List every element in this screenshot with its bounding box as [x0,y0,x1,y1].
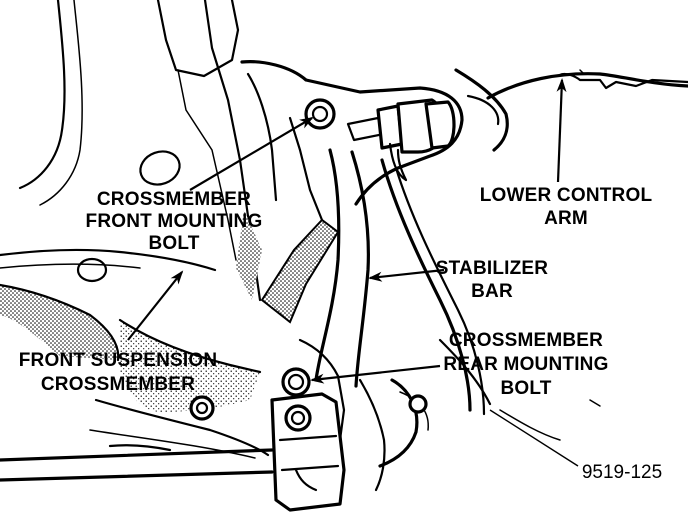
label-line: BAR [471,281,513,302]
label-line: FRONT SUSPENSION [19,350,218,371]
label-line: FRONT MOUNTING [86,211,263,232]
figure-number: 9519-125 [582,462,662,483]
right-nut-icon [408,394,428,414]
label-line: BOLT [500,378,551,399]
label-line: CROSSMEMBER [97,189,251,210]
label-crossmember-front-mounting-bolt: CROSSMEMBER FRONT MOUNTING BOLT [86,189,263,254]
label-line: REAR MOUNTING [443,354,608,375]
label-stabilizer-bar: STABILIZER BAR [436,258,549,302]
arrow-stabilizer-bar [368,268,445,282]
label-line: STABILIZER [436,258,549,279]
label-line: BOLT [148,233,199,254]
rear-mounting-bolt-icon [281,367,311,397]
arrow-rear-mounting-bolt [310,364,441,384]
front-mounting-bolt-icon [304,98,336,130]
stabilizer-link-bolt-icon [346,98,456,182]
arrow-front-mounting-bolt [189,116,314,191]
label-line: CROSSMEMBER [41,374,195,395]
label-line: ARM [544,208,588,229]
label-front-suspension-crossmember: FRONT SUSPENSION CROSSMEMBER [19,350,218,395]
label-line: CROSSMEMBER [449,330,603,351]
label-crossmember-rear-mounting-bolt: CROSSMEMBER REAR MOUNTING BOLT [443,330,608,399]
callout-arrows [127,78,579,467]
label-line: LOWER CONTROL [480,185,653,206]
arrow-front-suspension-crossmember [127,270,184,341]
label-lower-control-arm: LOWER CONTROL ARM [480,185,653,229]
lower-bracket-bolt-icon [284,404,312,432]
crossmember-bolt-left-icon [189,395,215,421]
arrow-lower-control-arm [556,78,567,183]
